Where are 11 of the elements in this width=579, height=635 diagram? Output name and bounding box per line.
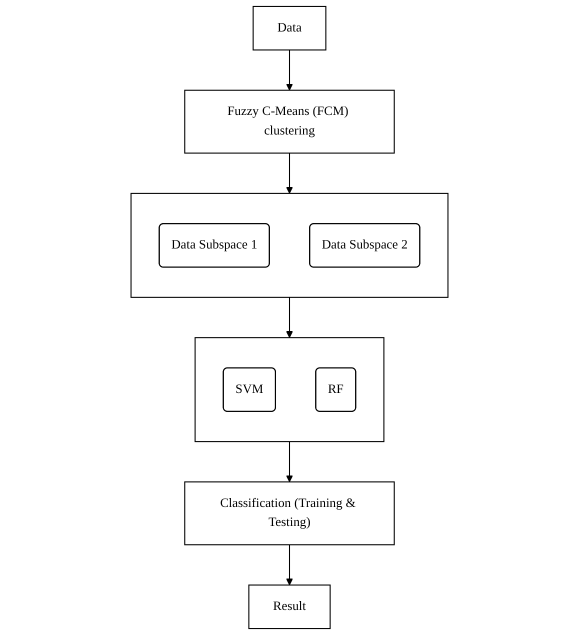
node-box: Classification (Training & Testing) bbox=[184, 481, 395, 546]
cluster bbox=[194, 337, 384, 442]
node-box: Data bbox=[252, 6, 326, 50]
node-box: Result bbox=[248, 584, 331, 630]
node-box: Fuzzy C-Means (FCM) clustering bbox=[184, 90, 395, 154]
arrow bbox=[286, 153, 294, 194]
cluster bbox=[130, 192, 448, 298]
arrow bbox=[286, 50, 294, 91]
arrow bbox=[286, 544, 294, 586]
arrow bbox=[286, 442, 294, 482]
arrow bbox=[286, 297, 294, 338]
